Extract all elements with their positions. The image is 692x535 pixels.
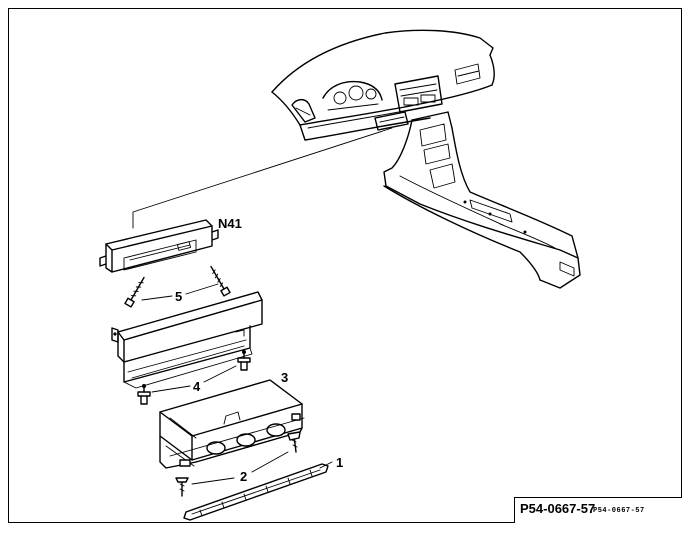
screw-5-left: [124, 276, 145, 308]
trim-panel: [111, 291, 263, 389]
reference-code: P54-0667-57: [520, 501, 596, 516]
label-item-5: 5: [175, 289, 182, 304]
n41-switch-module: [99, 219, 219, 273]
screw-2-left: [175, 477, 189, 497]
screw-5-right: [210, 265, 231, 297]
install-leader-line: [132, 127, 393, 229]
reference-code-small: P54-0667-57: [593, 507, 645, 515]
screw-2-right: [287, 431, 301, 453]
dashboard-illustration: [271, 29, 581, 289]
label-item-2: 2: [240, 469, 247, 484]
leader-2: [191, 451, 289, 485]
drawing-frame: [8, 8, 682, 523]
label-item-4: 4: [193, 379, 201, 394]
label-item-3: 3: [281, 370, 288, 385]
leader-5: [141, 283, 219, 301]
trim-strip: [183, 463, 329, 521]
clip-4-left: [137, 384, 151, 405]
label-item-1: 1: [336, 455, 343, 470]
leader-4: [151, 365, 237, 393]
clip-4-right: [237, 349, 251, 371]
label-n41: N41: [218, 216, 242, 231]
reference-box: P54-0667-57 P54-0667-57: [514, 497, 682, 523]
leader-1: [319, 461, 333, 469]
